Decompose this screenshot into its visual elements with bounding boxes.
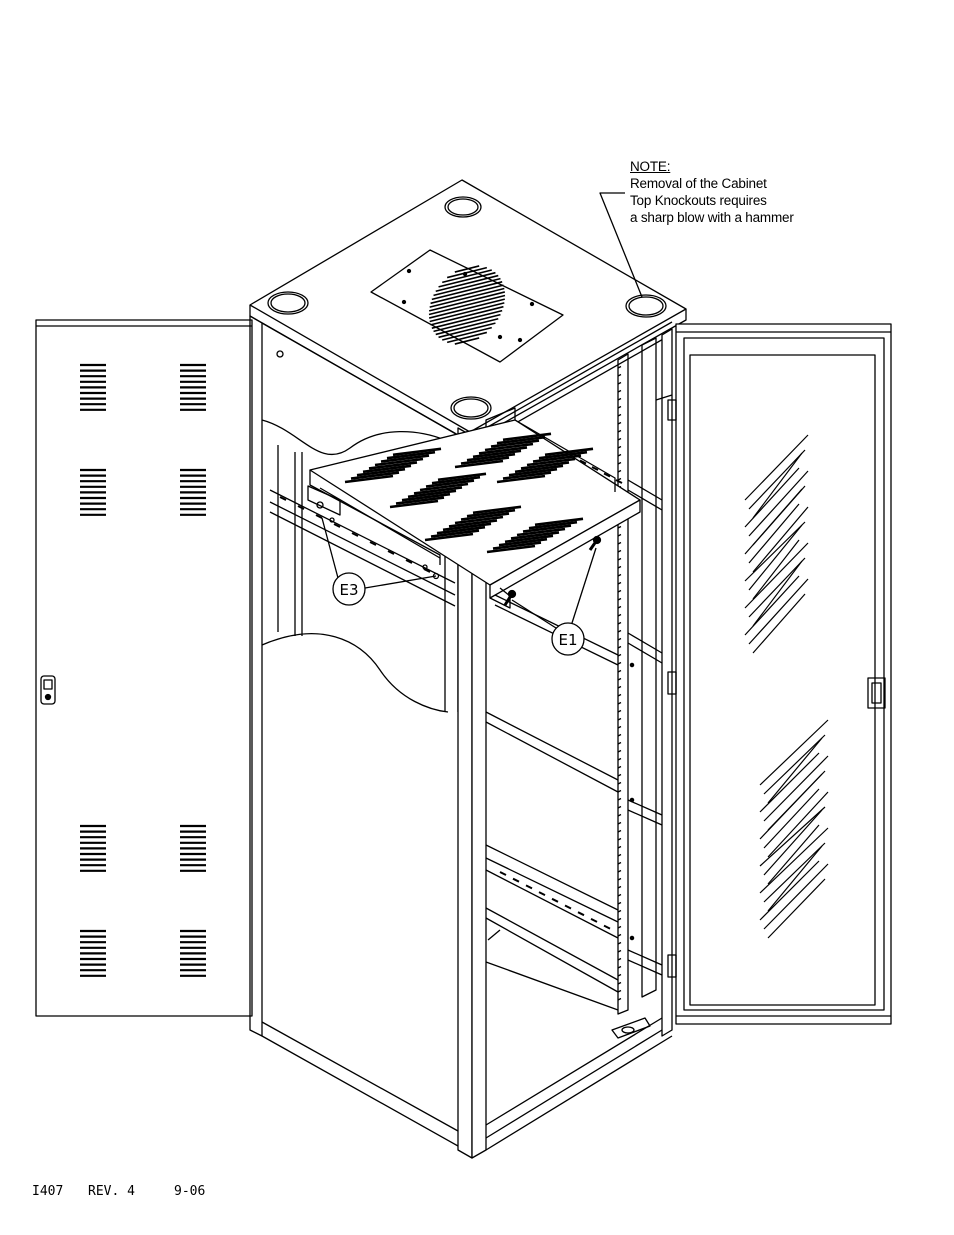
left-door	[35, 319, 253, 1017]
fan-plate	[370, 249, 564, 363]
callout-e3-label: E3	[339, 581, 358, 599]
note-line-3: a sharp blow with a hammer	[630, 210, 794, 225]
note-title: NOTE:	[630, 159, 671, 174]
left-door-latch	[40, 675, 56, 705]
right-door-hinges	[667, 399, 677, 978]
vented-shelf	[307, 419, 641, 609]
revision-label: REV. 4	[88, 1184, 135, 1199]
revision-date: 9-06	[174, 1184, 206, 1199]
glass-panel	[689, 354, 876, 1006]
knockout-note: NOTE: Removal of the Cabinet Top Knockou…	[630, 158, 794, 226]
note-leader-line	[599, 192, 643, 298]
fan-grille	[428, 265, 506, 345]
drawing-number: I407	[32, 1184, 64, 1199]
note-line-2: Top Knockouts requires	[630, 193, 767, 208]
e1-screw-front	[503, 589, 517, 606]
left-side-panel	[249, 315, 459, 1147]
top-knockout-2	[267, 291, 309, 315]
note-line-1: Removal of the Cabinet	[630, 176, 767, 191]
left-door-vents	[80, 363, 206, 977]
callout-e3: E3	[321, 517, 437, 606]
top-knockout-3	[625, 294, 667, 318]
rear-rails	[617, 337, 673, 1015]
top-knockout-1	[444, 196, 482, 218]
e1-screw-rear	[588, 535, 602, 551]
callout-e1: E1	[511, 547, 597, 656]
glass-reflection-hatching	[744, 434, 829, 939]
right-door	[667, 323, 892, 1025]
cabinet-floor	[611, 1017, 651, 1039]
right-door-handle	[867, 677, 886, 709]
callout-e1-label: E1	[558, 631, 577, 649]
cabinet-top	[249, 179, 687, 443]
top-knockout-4	[450, 396, 492, 420]
